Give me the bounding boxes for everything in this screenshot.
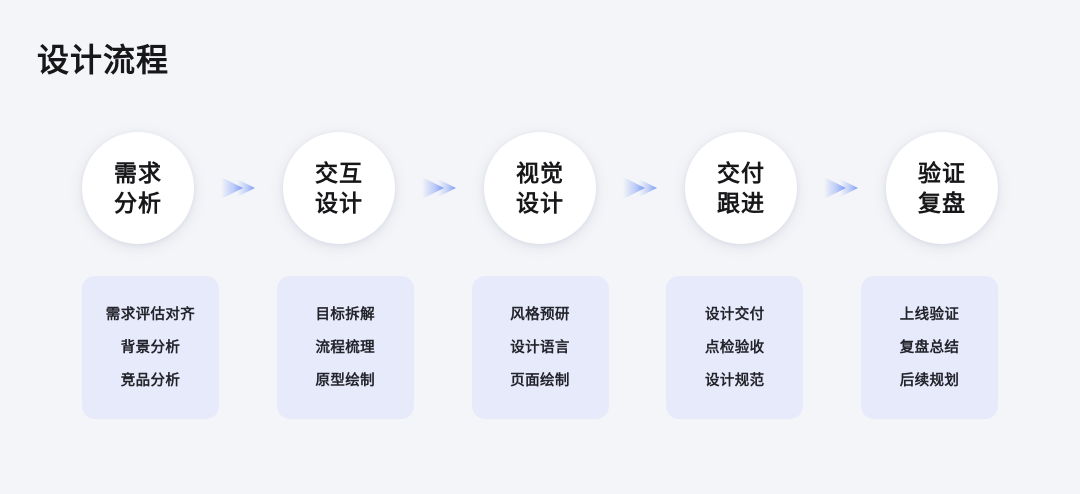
stage-node-requirement-analysis[interactable]: 需求 分析 bbox=[82, 132, 194, 244]
detail-item: 目标拆解 bbox=[315, 306, 376, 323]
detail-item: 风格预研 bbox=[510, 306, 570, 323]
stage-label-line1: 视觉 bbox=[516, 160, 564, 186]
detail-item: 原型绘制 bbox=[315, 372, 376, 389]
detail-card-interaction-design[interactable]: 目标拆解 流程梳理 原型绘制 bbox=[276, 276, 414, 419]
page-title: 设计流程 bbox=[37, 42, 170, 78]
detail-card-validation-review[interactable]: 上线验证 复盘总结 后续规划 bbox=[861, 276, 998, 419]
stage-label-line1: 验证 bbox=[918, 160, 966, 186]
process-flow-row: 需求 分析 交互 设计 bbox=[82, 131, 998, 245]
detail-item: 后续规划 bbox=[899, 372, 960, 389]
stage-label-line2: 复盘 bbox=[918, 190, 966, 216]
stage-label-line1: 交付 bbox=[717, 160, 765, 186]
detail-item: 上线验证 bbox=[899, 306, 960, 323]
stage-label-line2: 设计 bbox=[516, 190, 564, 216]
detail-item: 竞品分析 bbox=[120, 372, 181, 389]
detail-cards-row: 需求评估对齐 背景分析 竞品分析 目标拆解 流程梳理 原型绘制 风格预研 设计语… bbox=[82, 276, 998, 419]
detail-card-visual-design[interactable]: 风格预研 设计语言 页面绘制 bbox=[471, 276, 609, 419]
stage-node-validation-review[interactable]: 验证 复盘 bbox=[886, 132, 998, 244]
detail-item: 设计语言 bbox=[510, 339, 570, 356]
detail-card-delivery-followup[interactable]: 设计交付 点检验收 设计规范 bbox=[666, 276, 804, 419]
arrow-right-icon bbox=[621, 175, 661, 201]
detail-item: 设计规范 bbox=[704, 372, 765, 389]
arrow-right-icon bbox=[822, 175, 862, 201]
stage-label-line2: 分析 bbox=[114, 190, 162, 216]
stage-label-line1: 交互 bbox=[315, 160, 363, 186]
detail-item: 页面绘制 bbox=[510, 372, 570, 389]
stage-label-line2: 设计 bbox=[315, 190, 363, 216]
detail-item: 设计交付 bbox=[704, 306, 765, 323]
detail-card-requirement-analysis[interactable]: 需求评估对齐 背景分析 竞品分析 bbox=[82, 276, 219, 419]
stage-label-line2: 跟进 bbox=[717, 190, 765, 216]
detail-item: 复盘总结 bbox=[899, 339, 960, 356]
detail-item: 背景分析 bbox=[120, 339, 181, 356]
arrow-right-icon bbox=[420, 175, 460, 201]
detail-item: 点检验收 bbox=[704, 339, 765, 356]
detail-item: 流程梳理 bbox=[315, 339, 376, 356]
stage-node-visual-design[interactable]: 视觉 设计 bbox=[484, 132, 596, 244]
stage-node-interaction-design[interactable]: 交互 设计 bbox=[283, 132, 395, 244]
stage-label-line1: 需求 bbox=[114, 160, 162, 186]
arrow-right-icon bbox=[219, 175, 259, 201]
detail-item: 需求评估对齐 bbox=[105, 306, 196, 323]
stage-node-delivery-followup[interactable]: 交付 跟进 bbox=[685, 132, 797, 244]
